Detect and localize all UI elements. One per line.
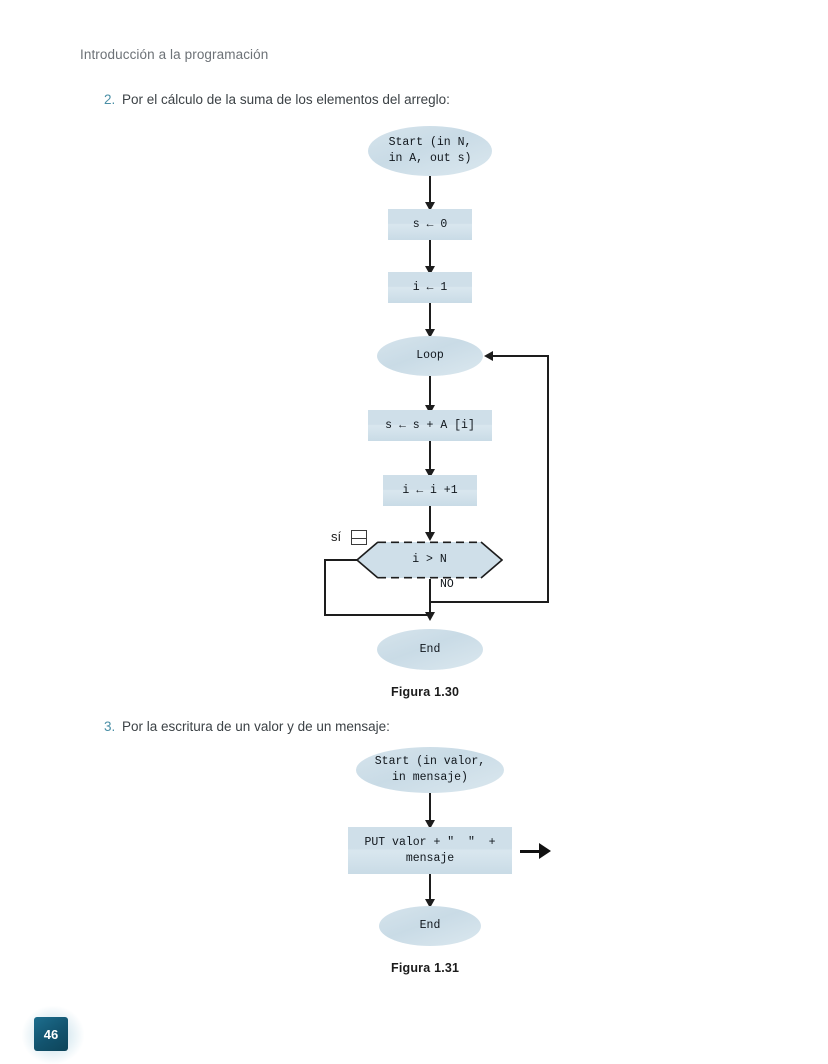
connector-line-no bbox=[493, 355, 548, 357]
connector-arrowhead-yes bbox=[425, 612, 435, 621]
flow-node-end-2: End bbox=[379, 906, 481, 946]
connector-line bbox=[429, 303, 431, 333]
figure-caption: Figura 1.30 bbox=[391, 685, 460, 699]
page-number: 46 bbox=[34, 1017, 68, 1051]
connector-arrowhead bbox=[425, 329, 435, 338]
connector-arrowhead bbox=[425, 820, 435, 829]
connector-arrowhead-no bbox=[484, 351, 493, 361]
connector-line-no bbox=[429, 601, 549, 603]
flow-node-increment: i ← i +1 bbox=[383, 475, 477, 506]
connector-line-yes bbox=[324, 614, 430, 616]
list-item-number: 3. bbox=[104, 719, 116, 734]
list-item: 2. Por el cálculo de la suma de los elem… bbox=[104, 92, 450, 107]
output-arrow-head bbox=[539, 843, 551, 859]
connector-line-yes bbox=[429, 602, 431, 616]
list-item-number: 2. bbox=[104, 92, 116, 107]
running-head: Introducción a la programación bbox=[80, 47, 269, 62]
connector-line bbox=[429, 441, 431, 473]
flow-node-end: End bbox=[377, 629, 483, 670]
figure-caption: Figura 1.31 bbox=[391, 961, 460, 975]
flow-node-loop: Loop bbox=[377, 336, 483, 376]
output-arrow-shaft bbox=[520, 849, 540, 853]
connector-arrowhead bbox=[425, 899, 435, 908]
connector-line-yes bbox=[324, 559, 326, 615]
connector-line-no bbox=[429, 579, 431, 603]
connector-line bbox=[429, 176, 431, 204]
flow-node-init-s: s ← 0 bbox=[388, 209, 472, 240]
branch-label-yes: sí bbox=[331, 529, 342, 544]
flow-node-put: PUT valor + " " + mensaje bbox=[348, 827, 512, 874]
flow-node-decision: i > N bbox=[356, 541, 503, 579]
flow-node-accumulate: s ← s + A [i] bbox=[368, 410, 492, 441]
output-arrow-icon bbox=[520, 843, 551, 859]
connector-line bbox=[429, 793, 431, 824]
flow-node-start: Start (in N, in A, out s) bbox=[368, 126, 492, 176]
connector-arrowhead bbox=[425, 532, 435, 541]
connector-line-no bbox=[547, 355, 549, 602]
flow-node-start-2: Start (in valor, in mensaje) bbox=[356, 747, 504, 793]
connector-line-yes bbox=[324, 559, 358, 561]
connector-line bbox=[429, 376, 431, 409]
page-number-badge: 46 bbox=[22, 1006, 84, 1064]
connector-arrowhead bbox=[425, 266, 435, 275]
list-item-text: Por el cálculo de la suma de los element… bbox=[122, 92, 450, 107]
list-item: 3. Por la escritura de un valor y de un … bbox=[104, 719, 390, 734]
branch-label-no: NO bbox=[440, 578, 454, 591]
connector-line bbox=[429, 240, 431, 270]
connector-arrowhead bbox=[425, 469, 435, 478]
connector-line bbox=[429, 506, 431, 537]
flow-node-decision-label: i > N bbox=[412, 553, 447, 567]
list-item-text: Por la escritura de un valor y de un men… bbox=[122, 719, 390, 734]
branch-yes-box-icon bbox=[351, 530, 367, 545]
connector-arrowhead bbox=[425, 405, 435, 414]
connector-arrowhead bbox=[425, 202, 435, 211]
connector-line bbox=[429, 874, 431, 904]
flow-node-init-i: i ← 1 bbox=[388, 272, 472, 303]
